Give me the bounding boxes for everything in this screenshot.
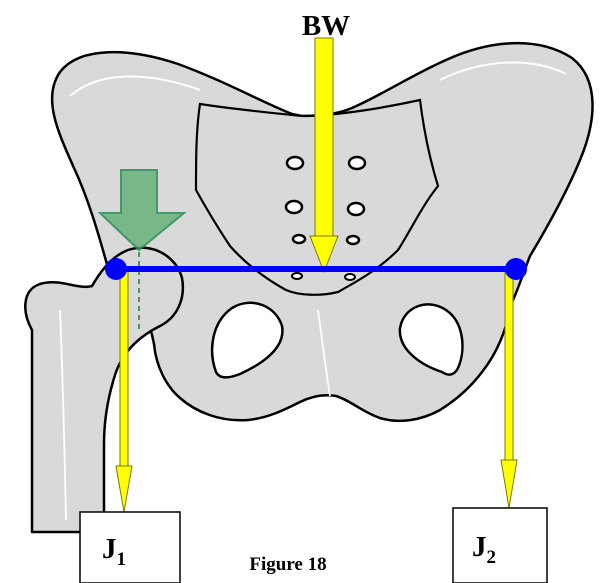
bw-arrow-shaft	[315, 38, 333, 238]
sacral-foramen	[292, 273, 302, 279]
j2-letter: J	[472, 531, 487, 563]
beam-node-left	[105, 258, 127, 280]
j2-arrow-head	[501, 460, 517, 508]
j1-letter: J	[102, 533, 117, 565]
sacral-foramen	[347, 236, 359, 244]
beam-node-right	[505, 258, 527, 280]
femur-outline	[25, 248, 183, 532]
bw-label: BW	[302, 10, 350, 42]
sacral-foramen	[349, 157, 365, 169]
support-box-j1	[80, 512, 180, 583]
sacral-foramen	[287, 157, 303, 169]
j2-arrow-shaft	[505, 270, 513, 464]
j1-arrow-head	[116, 466, 132, 512]
j1-arrow-shaft	[120, 270, 128, 470]
j2-subscript: 2	[487, 547, 497, 568]
sacral-foramen	[286, 201, 302, 213]
femur	[25, 248, 183, 532]
support-box-j2	[453, 508, 547, 583]
figure-caption: Figure 18	[249, 554, 326, 575]
sacral-foramen	[345, 274, 355, 280]
sacral-foramen	[348, 203, 364, 215]
j1-subscript: 1	[117, 549, 127, 570]
sacral-foramen	[293, 235, 305, 243]
